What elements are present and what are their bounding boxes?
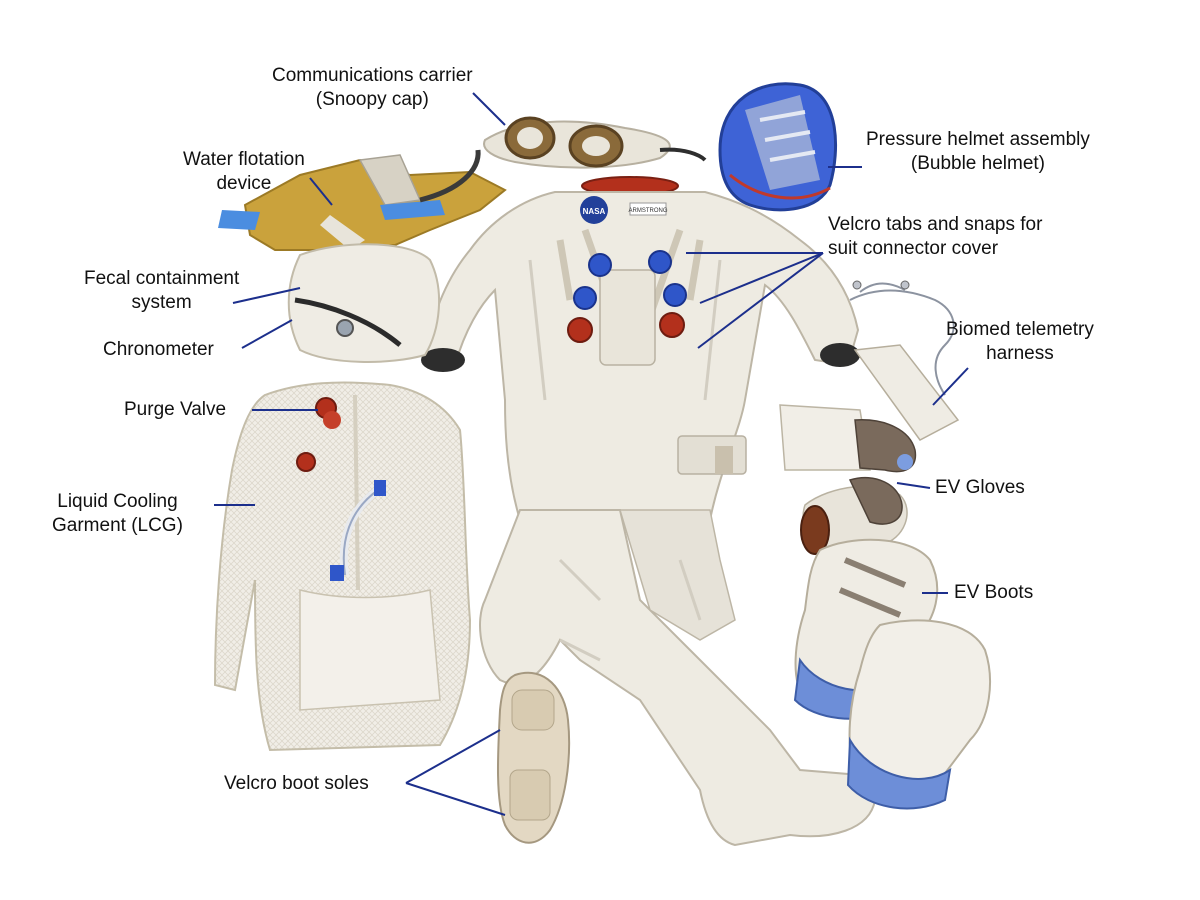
name-tag-icon xyxy=(629,202,667,216)
label-fecal-containment-line2: system xyxy=(131,292,192,313)
label-ev-boots: EV Boots xyxy=(954,581,1033,605)
label-biomed-harness: Biomed telemetry harness xyxy=(946,318,1094,366)
label-snoopy-cap-line2: (Snoopy cap) xyxy=(315,89,429,110)
fecal-containment-system xyxy=(287,243,440,363)
label-chronometer-line1: Chronometer xyxy=(103,339,214,360)
pressure-helmet xyxy=(718,82,838,212)
liquid-cooling-garment xyxy=(213,381,472,752)
water-flotation-device xyxy=(218,149,507,251)
label-chronometer: Chronometer xyxy=(103,338,214,362)
leader-biomed xyxy=(932,367,969,406)
label-ev-gloves-line1: EV Gloves xyxy=(935,477,1025,498)
leader-lines xyxy=(214,92,969,816)
leader-fecal-containment xyxy=(232,287,301,304)
label-snoopy-cap: Communications carrier (Snoopy cap) xyxy=(272,64,473,112)
ev-boots xyxy=(793,538,991,810)
label-purge-valve: Purge Valve xyxy=(124,398,226,422)
label-pressure-helmet-line2: (Bubble helmet) xyxy=(910,153,1045,174)
leader-water-flotation xyxy=(309,177,333,206)
label-water-flotation-line2: device xyxy=(216,173,272,194)
label-fecal-containment: Fecal containment system xyxy=(84,267,239,315)
label-velcro-soles: Velcro boot soles xyxy=(224,772,369,796)
leader-snoopy-cap xyxy=(472,92,506,126)
label-purge-valve-line1: Purge Valve xyxy=(124,399,227,420)
label-pressure-helmet: Pressure helmet assembly (Bubble helmet) xyxy=(866,128,1090,176)
nasa-patch-text: NASA xyxy=(583,207,606,216)
velcro-boot-sole xyxy=(496,671,571,844)
label-lcg-line2: Garment (LCG) xyxy=(52,515,183,536)
label-lcg-line1: Liquid Cooling xyxy=(57,491,178,512)
leader-velcro-tabs-3 xyxy=(697,252,824,349)
leader-velcro-tabs-2 xyxy=(699,252,824,304)
leader-velcro-soles-1 xyxy=(405,729,501,784)
label-velcro-tabs-line1: Velcro tabs and snaps for xyxy=(828,214,1043,235)
label-biomed-harness-line2: harness xyxy=(986,343,1054,364)
label-fecal-containment-line1: Fecal containment xyxy=(84,268,240,289)
suit-body: NASA ARMSTRONG xyxy=(421,176,877,847)
biomed-telemetry-harness xyxy=(849,280,960,441)
label-snoopy-cap-line1: Communications carrier xyxy=(272,65,473,86)
nasa-meatball-icon xyxy=(580,196,608,224)
label-water-flotation: Water flotation device xyxy=(183,148,305,196)
label-biomed-harness-line1: Biomed telemetry xyxy=(946,319,1094,340)
label-velcro-tabs: Velcro tabs and snaps for suit connector… xyxy=(828,213,1042,261)
label-velcro-tabs-line2: suit connector cover xyxy=(828,238,999,259)
name-tag-text: ARMSTRONG xyxy=(629,208,668,214)
label-ev-gloves: EV Gloves xyxy=(935,476,1025,500)
label-lcg: Liquid Cooling Garment (LCG) xyxy=(52,490,183,538)
label-pressure-helmet-line1: Pressure helmet assembly xyxy=(866,129,1090,150)
label-water-flotation-line1: Water flotation xyxy=(183,149,305,170)
snoopy-cap xyxy=(483,116,707,169)
leader-chronometer xyxy=(241,319,293,349)
leader-velcro-soles-2 xyxy=(405,782,506,816)
leader-ev-gloves xyxy=(896,482,931,489)
ev-gloves xyxy=(779,404,917,555)
label-ev-boots-line1: EV Boots xyxy=(954,582,1034,603)
label-velcro-soles-line1: Velcro boot soles xyxy=(224,773,369,794)
